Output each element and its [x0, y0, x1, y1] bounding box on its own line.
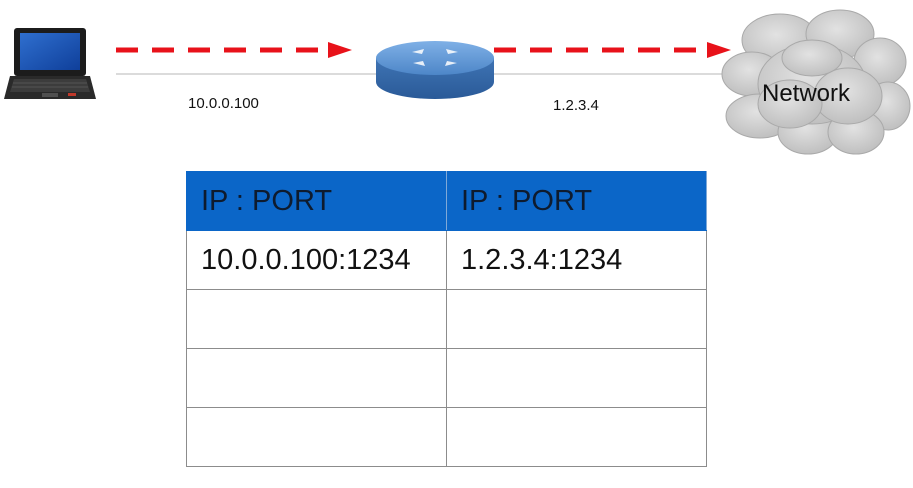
table-row	[186, 289, 707, 349]
table-cell	[186, 289, 447, 349]
table-cell: 1.2.3.4:1234	[446, 230, 707, 290]
table-cell: 10.0.0.100:1234	[186, 230, 447, 290]
table-cell	[446, 348, 707, 408]
nat-table: IP : PORT IP : PORT 10.0.0.100:1234 1.2.…	[186, 171, 707, 467]
table-cell	[186, 407, 447, 467]
link-label-public-ip: 1.2.3.4	[553, 97, 599, 114]
table-row	[186, 348, 707, 408]
table-cell	[446, 289, 707, 349]
arrow-router-to-network	[494, 42, 731, 58]
network-label: Network	[762, 80, 851, 107]
table-cell	[186, 348, 447, 408]
arrow-laptop-to-router	[116, 42, 352, 58]
cloud-icon	[721, 9, 911, 155]
table-row: 10.0.0.100:1234 1.2.3.4:1234	[186, 230, 707, 290]
laptop-icon	[4, 28, 96, 99]
column-header-private: IP : PORT	[186, 171, 447, 231]
router-icon	[376, 41, 494, 99]
link-label-private-ip: 10.0.0.100	[188, 95, 259, 112]
table-header-row: IP : PORT IP : PORT	[186, 171, 707, 231]
column-header-public: IP : PORT	[446, 171, 707, 231]
table-cell	[446, 407, 707, 467]
table-row	[186, 407, 707, 467]
